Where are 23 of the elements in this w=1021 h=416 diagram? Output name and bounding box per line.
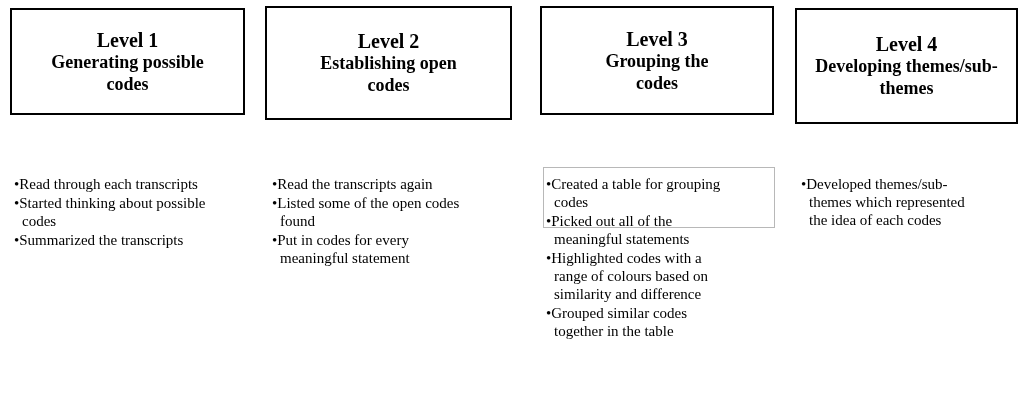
level-heading: Level 3 xyxy=(626,26,688,51)
level-box xyxy=(10,8,245,115)
bullet-item: •Put in codes for every meaningful statement xyxy=(272,231,411,267)
bullet-item: •Read through each transcripts xyxy=(14,175,199,193)
level-box xyxy=(265,6,512,120)
bullet-item: •Created a table for grouping codes xyxy=(546,175,722,211)
level-box xyxy=(540,6,774,115)
bullet-item: •Grouped similar codes together in the table xyxy=(546,304,689,340)
level-box xyxy=(795,8,1018,124)
level-title: Developing themes/sub-themes xyxy=(814,56,999,100)
level-heading: Level 1 xyxy=(96,27,159,52)
level-title: Grouping the codes xyxy=(604,50,710,95)
bullet-item: •Summarized the transcripts xyxy=(14,231,185,249)
level-title: Establishing open codes xyxy=(319,53,458,97)
level-title: Generating possible codes xyxy=(50,51,205,96)
bullet-item: •Started thinking about possible codes xyxy=(14,194,207,230)
level-heading: Level 2 xyxy=(357,29,420,54)
bullet-item: •Read the transcripts again xyxy=(272,175,434,193)
bullet-item: •Listed some of the open codes found xyxy=(272,194,461,230)
bullet-item: •Highlighted codes with a range of colours based on similarity and difference xyxy=(546,249,710,303)
level-heading: Level 4 xyxy=(875,32,938,57)
bullet-item: •Developed themes/sub-themes which represented the idea of each codes xyxy=(801,175,966,229)
bullet-item: •Picked out all of the meaningful statements xyxy=(546,212,691,248)
